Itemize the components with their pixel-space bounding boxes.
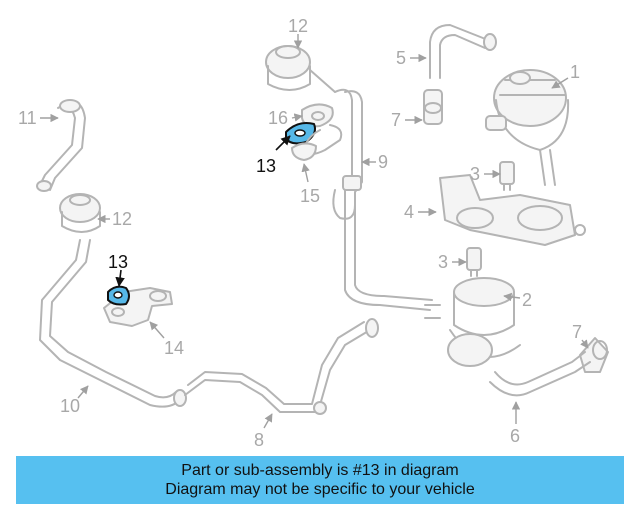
part-12-valve-top	[265, 45, 336, 93]
callout-12-top: 12	[288, 16, 308, 36]
part-6-hose	[489, 351, 591, 397]
callout-13-lower: 13	[108, 252, 128, 272]
callout-15: 15	[300, 186, 320, 206]
callout-4: 4	[404, 202, 414, 222]
callout-7-upper: 7	[391, 110, 401, 130]
info-banner: Part or sub-assembly is #13 in diagram D…	[16, 456, 624, 504]
callout-6: 6	[510, 426, 520, 446]
callout-2: 2	[522, 290, 532, 310]
part-8-hose	[184, 318, 379, 415]
callout-7-lower: 7	[572, 322, 582, 342]
part-11-hose	[36, 99, 86, 192]
part-13-gasket-upper	[285, 122, 316, 145]
part-5-hose	[429, 24, 497, 79]
callout-11: 11	[18, 108, 37, 128]
part-3-valve-lower	[466, 247, 482, 277]
callout-5: 5	[396, 48, 406, 68]
callout-9: 9	[378, 152, 388, 172]
callout-16: 16	[268, 108, 288, 128]
callout-14: 14	[164, 338, 184, 358]
banner-line-disclaimer: Diagram may not be specific to your vehi…	[165, 481, 475, 498]
part-15-pipe	[291, 124, 356, 220]
part-12-valve-left	[59, 193, 101, 233]
banner-line-part-number: Part or sub-assembly is #13 in diagram	[181, 462, 459, 479]
leader-lines	[40, 34, 589, 429]
callout-3-upper: 3	[470, 164, 480, 184]
callout-8: 8	[254, 430, 264, 450]
part-4-bracket	[439, 174, 586, 246]
callout-10: 10	[60, 396, 80, 416]
part-2-air-pump	[424, 277, 521, 367]
part-1-air-pump	[485, 69, 570, 186]
callout-12-left: 12	[112, 209, 132, 229]
callout-13-upper: 13	[256, 156, 276, 176]
callout-1: 1	[570, 62, 580, 82]
part-9-pipe	[334, 88, 433, 311]
part-13-gasket-lower	[107, 285, 130, 306]
part-10-hose	[39, 239, 187, 408]
part-7-connector-upper	[423, 89, 443, 125]
part-3-valve-upper	[499, 161, 515, 191]
callout-3-lower: 3	[438, 252, 448, 272]
